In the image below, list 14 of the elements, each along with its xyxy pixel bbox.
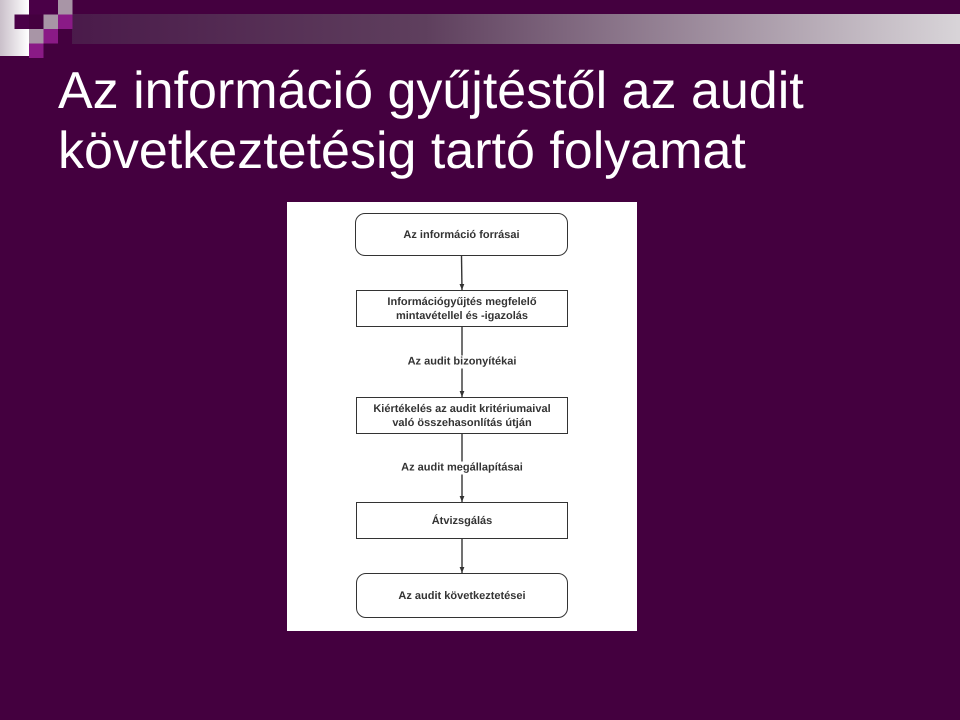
step-label: Információgyűjtés megfelelő mintavétellel és -igazolás: [386, 294, 538, 322]
step-label: Kiértékelés az audit kritériumaival való összehasonlítás útján: [372, 402, 552, 430]
step-label: Az információ forrásai: [403, 228, 520, 242]
step-label: Átvizsgálás: [432, 514, 492, 528]
process-box: [356, 290, 568, 327]
flowchart-panel: [287, 202, 637, 631]
process-box: [356, 502, 568, 539]
process-box: [356, 397, 568, 434]
arrow: [460, 539, 464, 573]
arrow: [460, 256, 464, 290]
terminal-box: [355, 213, 568, 256]
terminal-box: [356, 573, 568, 618]
slide-title: Az információ gyűjtéstől az audit következtetésig tartó folyamat: [58, 61, 805, 181]
step-label: Az audit következtetései: [398, 588, 526, 602]
